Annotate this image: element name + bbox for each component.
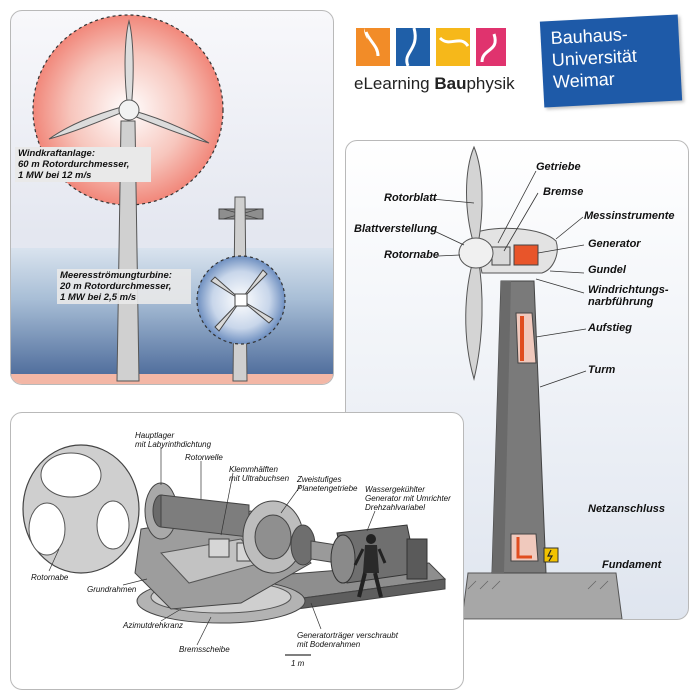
marine-blade <box>240 299 274 324</box>
label-azimutdrehkranz: Azimutdrehkranz <box>123 621 184 630</box>
logo-tile-yellow <box>436 28 470 66</box>
label-zweistufiges-line2: Planetengetriebe <box>297 484 358 493</box>
generator-block <box>513 244 539 266</box>
comparison-illustration <box>11 14 333 384</box>
logo-tile-orange <box>356 28 390 66</box>
gearbox-block <box>491 246 511 266</box>
scale-person <box>353 534 387 598</box>
label-windrichtung-line2: narbführung <box>588 296 654 308</box>
marine-blade <box>214 299 242 332</box>
label-hauptlager: Hauptlager mit Labyrinthdichtung <box>135 431 235 449</box>
label-zweistufiges-line1: Zweistufiges <box>297 475 342 484</box>
wind-blade <box>48 105 129 140</box>
wind-callout-line: 1 MW bei 12 m/s <box>18 170 92 181</box>
label-blattverstellung: Blattverstellung <box>354 223 438 235</box>
tower-rotor-blade <box>465 256 483 381</box>
tower-rotor-hub <box>458 237 494 269</box>
label-rotornabe: Rotornabe <box>384 249 439 261</box>
marine-callout-line: Meeresströmungturbine: <box>60 270 172 281</box>
label-rotornabe-detail: Rotornabe <box>31 573 69 582</box>
label-bremsscheibe: Bremsscheibe <box>179 645 230 654</box>
comparison-panel: Windkraftanlage: 60 m Rotordurchmesser, … <box>10 10 334 385</box>
marine-turbine-callout: Meeresströmungturbine: 20 m Rotordurchme… <box>57 269 191 304</box>
label-netzanschluss: Netzanschluss <box>588 503 666 515</box>
wordmark-suffix: physik <box>466 74 515 93</box>
label-bremse: Bremse <box>543 186 584 198</box>
label-traeger-line2: mit Bodenrahmen <box>297 640 361 649</box>
wind-callout-line: Windkraftanlage: <box>18 148 95 159</box>
label-turm: Turm <box>588 364 616 376</box>
label-generatortraeger: Generatorträger verschraubt mit Bodenrah… <box>297 631 437 649</box>
wind-blade <box>128 109 210 144</box>
marine-hub <box>234 293 248 307</box>
label-traeger-line1: Generatorträger verschraubt <box>297 631 398 640</box>
wind-callout-line: 60 m Rotordurchmesser, <box>18 159 130 170</box>
label-generator-detail: Wassergekühlter Generator mit Umrichter … <box>365 485 461 512</box>
label-messinstrumente: Messinstrumente <box>584 210 675 222</box>
label-fundament: Fundament <box>602 559 662 571</box>
tower-rotor-blade <box>466 145 483 246</box>
wind-turbine-callout: Windkraftanlage: 60 m Rotordurchmesser, … <box>15 147 151 182</box>
marine-callout-line: 20 m Rotordurchmesser, <box>60 281 172 292</box>
university-logo: Bauhaus- Universität Weimar <box>539 14 683 108</box>
label-wasser-line2: Generator mit Umrichter <box>365 494 451 503</box>
label-wasser-line3: Drehzahlvariabel <box>365 503 426 512</box>
nacelle-leader-lines <box>48 447 376 646</box>
label-klemm-line2: mit Ultrabuchsen <box>229 474 290 483</box>
foundation-ground <box>461 572 623 619</box>
label-windrichtung-line1: Windrichtungs- <box>588 284 669 296</box>
marine-blade <box>210 276 242 301</box>
label-generator: Generator <box>588 238 641 250</box>
wordmark-bold: Bau <box>434 74 467 93</box>
leader-lines <box>429 170 587 388</box>
label-wasser-line1: Wassergekühlter <box>365 485 425 494</box>
high-voltage-sign <box>543 547 559 563</box>
nacelle-panel: Hauptlager mit Labyrinthdichtung Rotorwe… <box>10 412 464 690</box>
label-hauptlager-line1: Hauptlager <box>135 431 175 440</box>
university-line2: Universität <box>551 45 638 71</box>
clamp-block <box>208 538 230 558</box>
label-grundrahmen: Grundrahmen <box>87 585 137 594</box>
elearning-logo-tiles <box>356 27 506 67</box>
label-klemmhaelften: Klemmhälften mit Ultrabuchsen <box>229 465 309 483</box>
seabed-strip <box>11 374 333 384</box>
elearning-logo: eLearning Bauphysik <box>350 22 515 100</box>
marine-blade <box>240 269 268 301</box>
university-line3: Weimar <box>552 68 616 93</box>
tower-illustration <box>429 145 623 619</box>
wind-blade <box>124 19 134 111</box>
label-getriebe: Getriebe <box>536 161 581 173</box>
label-rotorwelle: Rotorwelle <box>185 453 223 462</box>
label-planetengetriebe: Zweistufiges Planetengetriebe <box>297 475 377 493</box>
marine-callout-line: 1 MW bei 2,5 m/s <box>60 292 137 303</box>
wordmark-prefix: eLearning <box>354 74 435 93</box>
label-gundel: Gundel <box>588 264 626 276</box>
climb-cutaway <box>515 312 537 364</box>
label-scale: 1 m <box>291 659 305 668</box>
sea-area <box>11 248 333 376</box>
label-klemm-line1: Klemmhälften <box>229 465 278 474</box>
elearning-wordmark: eLearning Bauphysik <box>354 74 515 94</box>
label-rotorblatt: Rotorblatt <box>384 192 437 204</box>
label-aufstieg: Aufstieg <box>588 322 632 334</box>
label-hauptlager-line2: mit Labyrinthdichtung <box>135 440 212 449</box>
label-windrichtung: Windrichtungs- narbführung <box>588 284 669 308</box>
nacelle-illustration <box>22 444 447 656</box>
wind-hub <box>118 99 140 121</box>
